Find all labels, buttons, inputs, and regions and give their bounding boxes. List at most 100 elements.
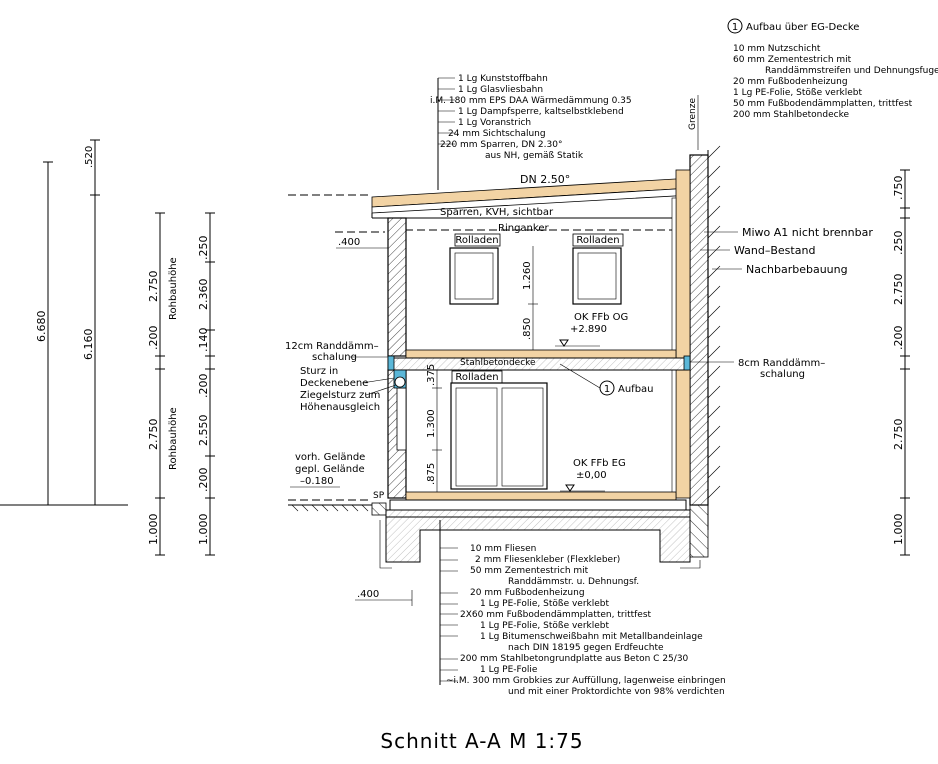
- base-layer: 2X60 mm Fußbodendämmplatten, trittfest: [460, 610, 652, 620]
- dim-text: .250: [197, 236, 210, 261]
- roof-layer: 1 Lg Kunststoffbahn: [458, 74, 548, 84]
- base-buildup-legend: 10 mm Fliesen 2 mm Fliesenkleber (Flexkl…: [439, 520, 726, 697]
- material-label: 12cm Randdämm–: [285, 341, 379, 352]
- dim-text: .140: [197, 328, 210, 353]
- dim-text: 1.300: [426, 409, 437, 438]
- dim-text: 2.750: [147, 271, 160, 303]
- floor-layer: 50 mm Fußbodendämmplatten, trittfest: [733, 99, 913, 109]
- base-layer: 10 mm Fliesen: [470, 544, 536, 554]
- edge-insulation-right: [683, 355, 691, 371]
- base-layer: 1 Lg Bitumenschweißbahn mit Metallbandei…: [480, 632, 703, 642]
- dim-text: 6.160: [82, 329, 95, 361]
- dim-text: 2.550: [197, 415, 210, 447]
- dim-text: 2.750: [892, 274, 905, 306]
- window-og-left: [449, 247, 499, 305]
- terrain: vorh. Gelände gepl. Gelände –0.180: [288, 452, 372, 512]
- callout-circle-icon: [727, 18, 743, 34]
- openings: Rolladen Rolladen Rolladen: [449, 233, 624, 490]
- dim-text: 2.360: [197, 279, 210, 311]
- material-label: Deckenebene: [300, 378, 368, 389]
- terrain-label: gepl. Gelände: [295, 464, 365, 475]
- neighbour-wall: Grenze: [688, 95, 721, 508]
- foundation: SP: [371, 491, 709, 569]
- terrain-level: –0.180: [300, 476, 334, 487]
- rafter-label: Sparren, KVH, sichtbar: [440, 207, 554, 218]
- base-layer: 1 Lg PE-Folie, Stöße verklebt: [480, 621, 609, 631]
- material-label: Ziegelsturz zum: [300, 390, 380, 401]
- base-layer: 1 Lg PE-Folie: [480, 665, 538, 675]
- dimension-chain-right: .750 .250 2.750 .200 2.750 1.000: [892, 169, 910, 556]
- right-wall-insulation: [675, 169, 691, 499]
- base-layer: 1 Lg PE-Folie, Stöße verklebt: [480, 599, 609, 609]
- rohbau-label: Rohbauhöhe: [168, 257, 179, 320]
- level-og-label: OK FFb OG: [574, 312, 628, 323]
- level-eg-value: ±0,00: [576, 470, 607, 481]
- dim-text: .520: [84, 146, 95, 168]
- dimension-chain-rohbau: 2.750 .200 2.750 1.000 Rohbauhöhe Rohbau…: [147, 212, 179, 556]
- base-layer: 20 mm Fußbodenheizung: [470, 588, 585, 598]
- floor-layer: 20 mm Fußbodenheizung: [733, 77, 848, 87]
- inner-dimensions: 1.260 .850 .375 1.300 .875 .400 .400: [336, 237, 538, 606]
- base-layer: Randdämmstr. u. Dehnungsf.: [508, 577, 639, 587]
- material-label: Nachbarbebauung: [746, 263, 848, 276]
- base-layer: nach DIN 18195 gegen Erdfeuchte: [508, 643, 664, 653]
- terrain-label: vorh. Gelände: [295, 452, 365, 463]
- material-label: schalung: [312, 352, 357, 363]
- level-markers: OK FFb OG +2.890 OK FFb EG ±0,00 1 Aufba…: [555, 312, 654, 492]
- patio-door: [450, 382, 548, 490]
- base-layer: 50 mm Zementestrich mit: [470, 566, 589, 576]
- base-layer: und mit einer Proktordichte von 98% verd…: [508, 687, 725, 697]
- roof: DN 2.50° Sparren, KVH, sichtbar Ringanke…: [288, 173, 693, 234]
- base-layer: 200 mm Stahlbetongrundplatte aus Beton C…: [460, 654, 689, 664]
- slab-label: Stahlbetondecke: [460, 358, 536, 368]
- dim-text: 2.750: [892, 419, 905, 451]
- roof-buildup-legend: 1 Lg Kunststoffbahn 1 Lg Glasvliesbahn i…: [430, 74, 632, 190]
- dim-text: .400: [357, 589, 379, 600]
- dim-text: .200: [197, 468, 210, 493]
- dim-text: 2.750: [147, 419, 160, 451]
- dim-text: .200: [197, 374, 210, 399]
- window-og-right: [572, 247, 622, 305]
- base-layer: 2 mm Fliesenkleber (Flexkleber): [475, 555, 620, 565]
- dimension-chain-overall: 6.680 6.160 .520: [0, 139, 128, 506]
- floor-buildup-legend: 1 Aufbau über EG-Decke 10 mm Nutzschicht…: [727, 18, 938, 120]
- floor-layer: 1 Lg PE-Folie, Stöße verklebt: [733, 88, 862, 98]
- callout-title: Aufbau über EG-Decke: [746, 22, 859, 33]
- right-labels: Miwo A1 nicht brennbar Wand–Bestand Nach…: [690, 226, 873, 380]
- dim-text: 1.000: [147, 514, 160, 546]
- sp-label: SP: [373, 491, 385, 501]
- material-label: Wand–Bestand: [734, 244, 815, 257]
- shutter-label: Rolladen: [576, 235, 619, 246]
- dim-text: .850: [522, 318, 533, 340]
- shutter-label: Rolladen: [455, 372, 498, 383]
- callout-label: Aufbau: [618, 384, 654, 395]
- dimension-chain-middle: .250 2.360 .140 .200 2.550 .200 1.000: [197, 212, 215, 556]
- material-label: Höhenausgleich: [300, 402, 380, 413]
- floor-layer: 200 mm Stahlbetondecke: [733, 110, 849, 120]
- left-labels: 12cm Randdämm– schalung Sturz in Deckene…: [285, 341, 397, 413]
- roof-layer: 220 mm Sparren, DN 2.30°: [440, 140, 562, 150]
- dim-text: .200: [892, 326, 905, 351]
- dim-text: .375: [426, 364, 437, 386]
- og-floor-buildup: [405, 349, 677, 359]
- dim-text: .200: [147, 326, 160, 351]
- material-label: Miwo A1 nicht brennbar: [742, 226, 873, 239]
- callout-circle-icon: [599, 380, 615, 396]
- roof-layer: 24 mm Sichtschalung: [448, 129, 546, 139]
- shutter-box: [454, 233, 501, 247]
- drawing-title: Schnitt A-A M 1:75: [380, 729, 583, 753]
- roof-layer: 1 Lg Glasvliesbahn: [458, 85, 543, 95]
- callout-number: 1: [732, 22, 738, 33]
- slabs: Stahlbetondecke: [385, 349, 691, 518]
- shutter-label: Rolladen: [455, 235, 498, 246]
- boundary-label: Grenze: [688, 98, 698, 130]
- roof-pitch-label: DN 2.50°: [520, 173, 570, 186]
- dim-text: 1.000: [892, 514, 905, 546]
- dim-text: .400: [338, 237, 360, 248]
- dim-text: 6.680: [35, 311, 48, 343]
- rohbau-label: Rohbauhöhe: [168, 407, 179, 470]
- floor-layer: Randdämmstreifen und Dehnungsfugen: [765, 66, 938, 76]
- material-label: schalung: [760, 369, 805, 380]
- roof-layer: 1 Lg Voranstrich: [458, 118, 531, 128]
